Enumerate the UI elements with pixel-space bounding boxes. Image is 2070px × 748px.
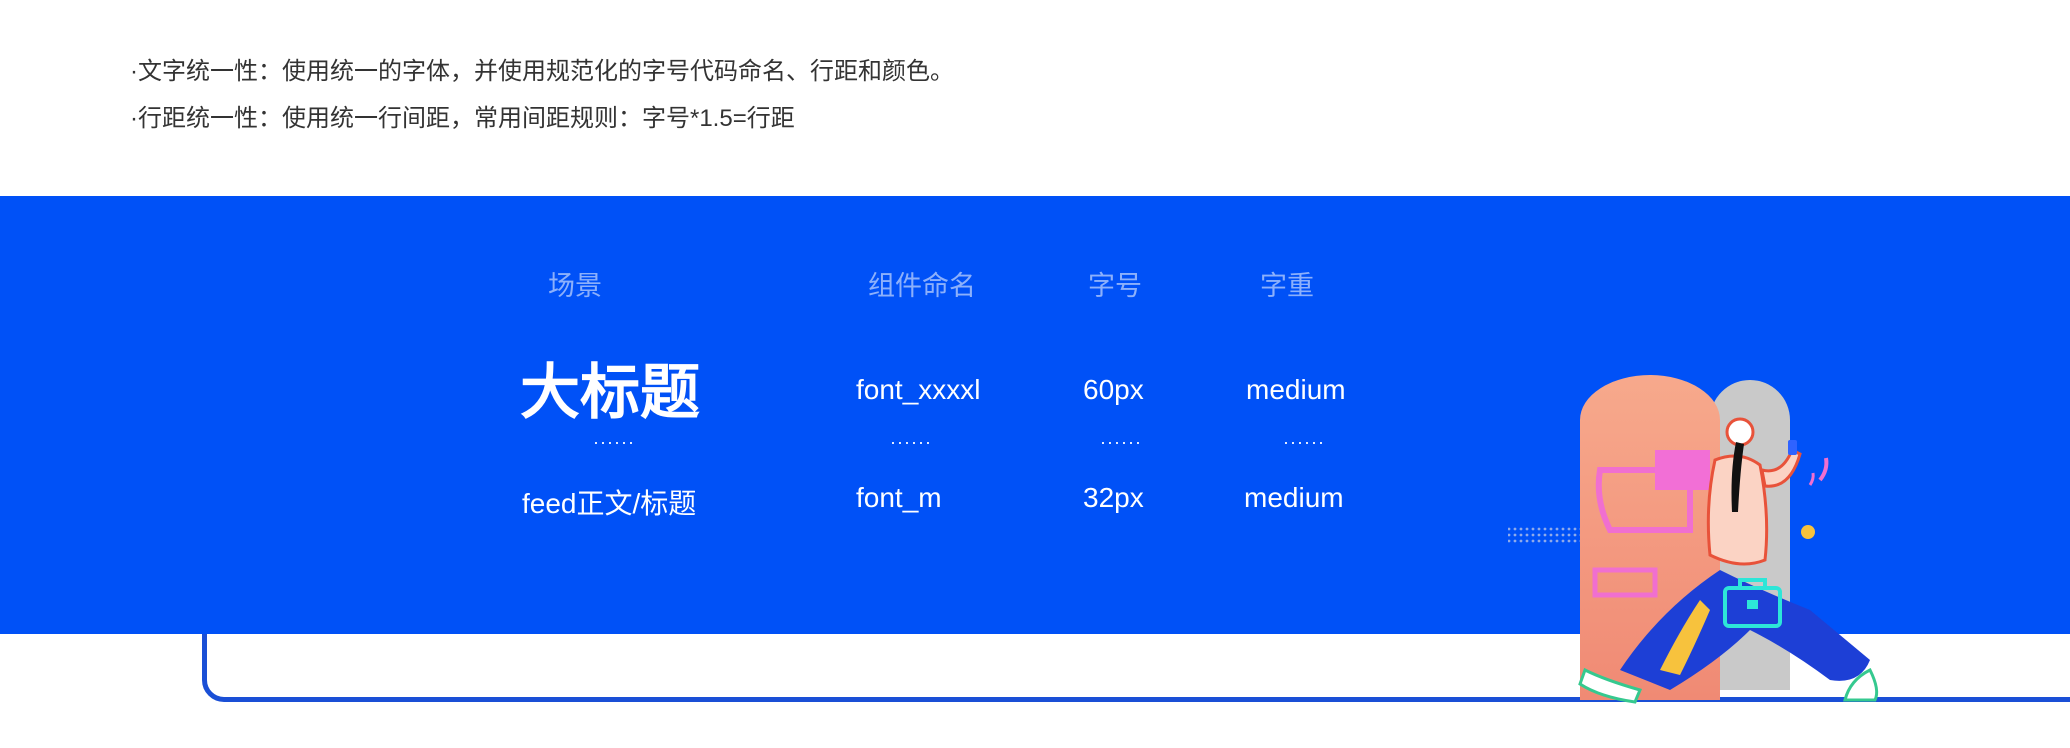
header-component: 组件命名 [868,271,976,301]
font-spec-table: 场景 组件命名 字号 字重 大标题 font_xxxxl 60px medium… [0,196,1500,634]
separator-component: ······ [890,432,932,452]
row1-scene: 大标题 [520,359,700,426]
header-weight: 字重 [1260,271,1314,301]
row2-scene: feed正文/标题 [522,488,697,519]
notes: ·文字统一性：使用统一的字体，并使用规范化的字号代码命名、行距和颜色。 ·行距统… [130,48,954,142]
note-text-consistency: ·文字统一性：使用统一的字体，并使用规范化的字号代码命名、行距和颜色。 [130,58,954,85]
row1-weight: medium [1246,374,1346,405]
person-walking-with-briefcase-illustration [1508,375,1879,704]
header-size: 字号 [1088,271,1142,301]
separator-weight: ······ [1283,432,1325,452]
header-scene: 场景 [548,271,602,301]
note-line-spacing: ·行距统一性：使用统一行间距，常用间距规则：字号*1.5=行距 [130,105,795,132]
row2-component: font_m [856,482,942,513]
row2-weight: medium [1244,482,1344,513]
separator-scene: ······ [593,432,635,452]
row1-component: font_xxxxl [856,374,981,405]
row1-size: 60px [1083,374,1144,405]
row2-size: 32px [1083,482,1144,513]
separator-size: ······ [1100,432,1142,452]
